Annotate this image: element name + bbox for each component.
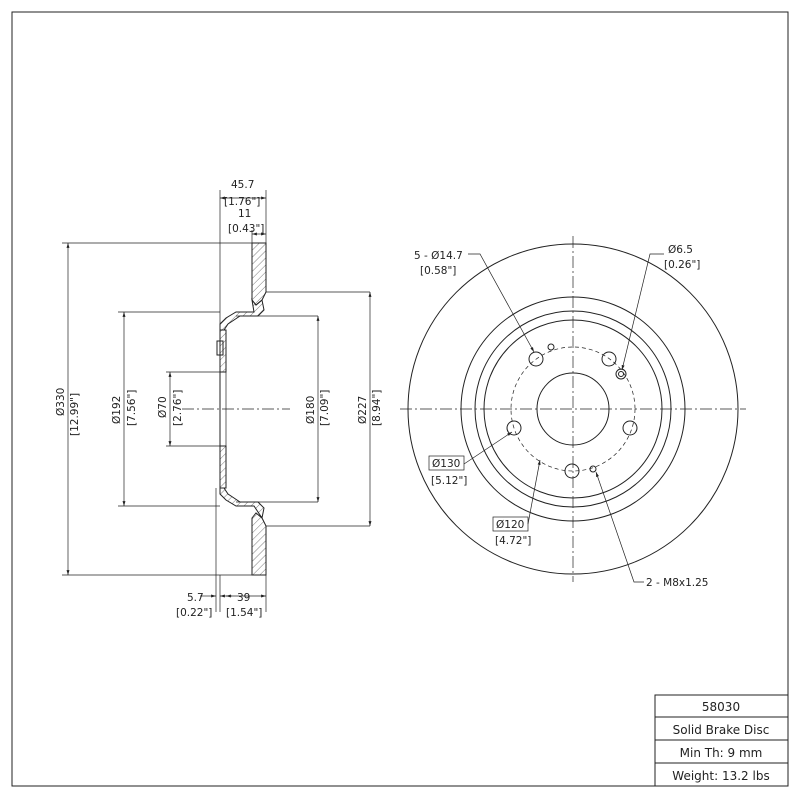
front-view: 5 - Ø14.7 [0.58"] Ø6.5 [0.26"] Ø130 [5.1… — [400, 236, 746, 589]
dim-hat-diameter-inch: [7.56"] — [126, 390, 138, 426]
locator-step — [216, 340, 224, 356]
bolt-circle — [510, 346, 636, 472]
stud-hole — [564, 463, 580, 479]
hat-wall-upper — [219, 298, 265, 331]
label-hub-circle-mm: Ø120 — [496, 519, 524, 531]
dim-inner-diameter-inch: [7.09"] — [319, 390, 331, 426]
stud-hole — [601, 351, 617, 367]
dim-center-bore-mm: Ø70 — [157, 396, 169, 418]
dim-hat-diameter-mm: Ø192 — [111, 396, 123, 424]
hat-inner-circle — [483, 319, 663, 499]
hat-wall-lower — [219, 487, 265, 520]
dim-hat-height-mm: 39 — [237, 592, 250, 604]
label-bolt-circle-inch: [5.12"] — [431, 475, 467, 487]
dim-overall-width-inch: [1.76"] — [224, 196, 260, 208]
hat-outer-circle — [474, 310, 672, 508]
part-description: Solid Brake Disc — [673, 723, 770, 737]
dim-outer-diameter-mm: Ø330 — [55, 388, 67, 416]
stud-hole — [506, 420, 522, 436]
label-stud-holes-mm: 5 - Ø14.7 — [414, 250, 463, 262]
title-block: 58030 Solid Brake Disc Min Th: 9 mm Weig… — [654, 694, 789, 787]
dim-hat-thickness-inch: [0.22"] — [176, 607, 212, 619]
label-thread-mm: 2 - M8x1.25 — [646, 577, 708, 589]
dim-hat-thickness-mm: 5.7 — [187, 592, 204, 604]
hat-plate-lower — [219, 445, 227, 489]
stud-hole — [528, 351, 544, 367]
label-bolt-circle-mm: Ø130 — [432, 458, 460, 470]
dim-friction-inner-diameter-inch: [8.94"] — [371, 390, 383, 426]
min-thickness: Min Th: 9 mm — [680, 746, 763, 760]
locator-hole — [547, 343, 555, 351]
label-locator-hole-inch: [0.26"] — [664, 259, 700, 271]
friction-ring-upper — [251, 242, 267, 306]
weight: Weight: 13.2 lbs — [672, 769, 769, 783]
dim-center-bore-inch: [2.76"] — [172, 390, 184, 426]
sheet-border — [11, 11, 789, 787]
dim-overall-width-mm: 45.7 — [231, 179, 254, 191]
locator-hole — [615, 368, 627, 380]
outer-edge-circle — [407, 243, 739, 575]
friction-ring-lower — [251, 512, 267, 576]
label-locator-hole-mm: Ø6.5 — [668, 244, 693, 256]
label-stud-holes-inch: [0.58"] — [420, 265, 456, 277]
friction-inner-circle — [460, 296, 686, 522]
center-bore-circle — [536, 372, 610, 446]
dim-friction-thickness-mm: 11 — [238, 208, 251, 220]
dim-outer-diameter-inch: [12.99"] — [69, 393, 81, 436]
thread-hole — [589, 465, 597, 473]
part-number: 58030 — [702, 700, 740, 714]
stud-hole — [622, 420, 638, 436]
dim-inner-diameter-mm: Ø180 — [305, 396, 317, 424]
dim-friction-inner-diameter-mm: Ø227 — [357, 396, 369, 424]
dim-hat-height-inch: [1.54"] — [226, 607, 262, 619]
label-hub-circle-inch: [4.72"] — [495, 535, 531, 547]
side-section-view: 45.7 [1.76"] 11 [0.43"] Ø330 [12.99"] Ø1… — [55, 179, 383, 619]
dim-friction-thickness-inch: [0.43"] — [228, 223, 264, 235]
